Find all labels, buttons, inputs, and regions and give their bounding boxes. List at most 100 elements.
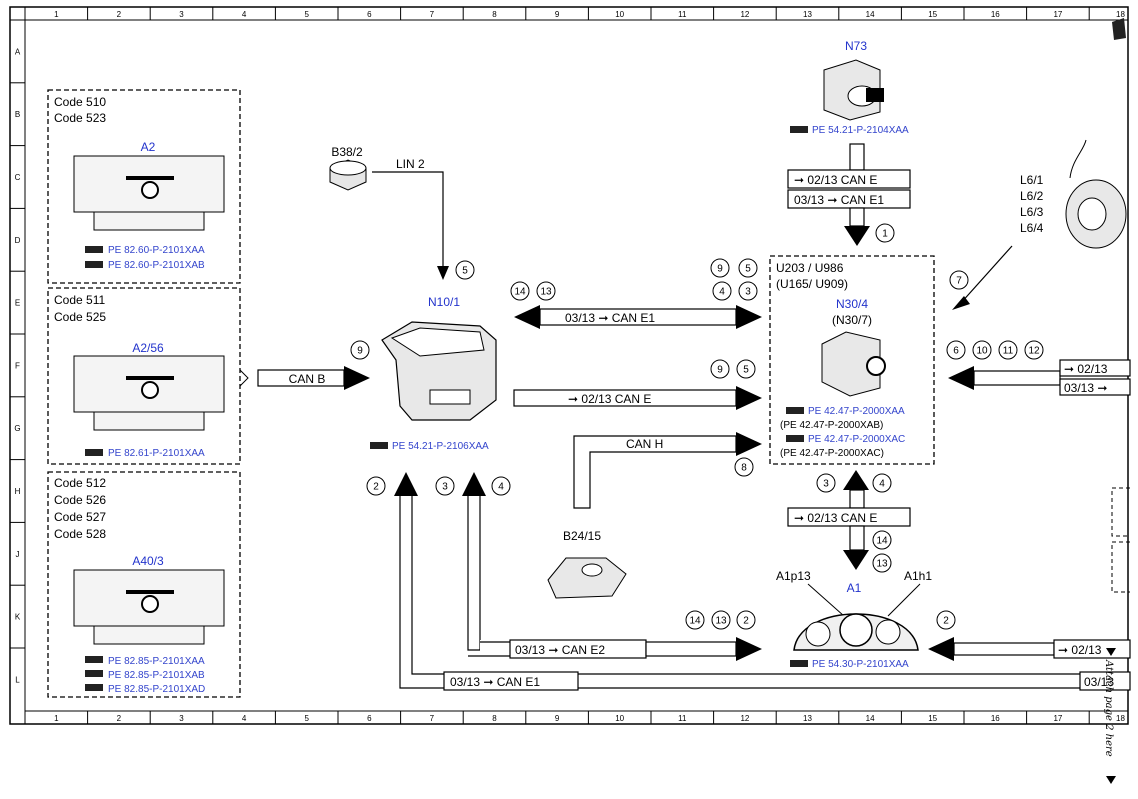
pointing-hand-icon	[790, 660, 808, 667]
yaw-rate-sensor-icon	[547, 557, 627, 599]
callout-14: 14	[510, 281, 530, 301]
svg-text:14: 14	[689, 616, 701, 627]
attach-note: Attach page 2 here	[1103, 648, 1116, 784]
b24-15-label: B24/15	[563, 529, 601, 543]
grid-column-label: 9	[555, 714, 560, 723]
l6-label: L6/2	[1020, 189, 1044, 203]
svg-text:3: 3	[442, 482, 448, 493]
ignition-switch-icon	[823, 59, 884, 121]
lin2-wire	[372, 171, 444, 270]
svg-text:4: 4	[498, 482, 504, 493]
pointing-hand-icon	[370, 442, 388, 449]
n30-7-label: (N30/7)	[832, 313, 872, 327]
callout-2: 2	[736, 610, 756, 630]
code-label: Code 512	[54, 476, 106, 490]
code-label: Code 528	[54, 527, 106, 541]
n10-1-label: N10/1	[428, 295, 460, 309]
callout-11: 11	[998, 340, 1018, 360]
svg-text:6: 6	[953, 346, 959, 357]
l6-label: L6/4	[1020, 221, 1044, 235]
svg-text:2: 2	[743, 616, 749, 627]
callout-14: 14	[872, 530, 892, 550]
svg-text:3: 3	[823, 479, 829, 490]
svg-text:03/13 ➞ CAN E2: 03/13 ➞ CAN E2	[515, 643, 605, 657]
grid-column-label: 8	[492, 714, 497, 723]
can-e2-bus: 03/13 ➞ CAN E2	[462, 472, 762, 661]
callout-14: 14	[685, 610, 705, 630]
a1h1-label: A1h1	[904, 569, 932, 583]
can-b-bus: CAN B	[257, 366, 370, 390]
grid-column-label: 11	[678, 10, 687, 19]
svg-text:2: 2	[373, 482, 379, 493]
svg-text:5: 5	[745, 264, 751, 275]
rain-light-sensor-icon	[329, 159, 367, 191]
radio-unit-icon	[73, 155, 225, 231]
l6-arrow	[952, 296, 970, 310]
grid-column-label: 10	[615, 10, 624, 19]
audio-panel-a40-3: Code 512 Code 526 Code 527 Code 528 A40/…	[47, 471, 241, 698]
audio-panel-a2: Code 510 Code 523 A2 PE 82.60-P-2101XAA …	[47, 89, 241, 284]
n73-label: N73	[845, 39, 867, 53]
instrument-cluster-icon	[793, 613, 919, 651]
sam-module-icon	[381, 321, 497, 421]
callout-7: 7	[949, 270, 969, 290]
svg-text:10: 10	[976, 346, 988, 357]
ref-link: PE 82.85-P-2101XAA	[108, 656, 205, 667]
grid-column-label: 17	[1053, 10, 1062, 19]
svg-text:7: 7	[956, 276, 962, 287]
svg-text:4: 4	[719, 287, 725, 298]
esp-unit-icon	[821, 331, 886, 397]
svg-text:03/13 ➞ CAN E1: 03/13 ➞ CAN E1	[565, 311, 655, 325]
u203-label: U203 / U986	[776, 261, 844, 275]
grid-column-label: 7	[430, 10, 435, 19]
grid-column-label: 11	[678, 714, 687, 723]
callout-13: 13	[536, 281, 556, 301]
callout-13: 13	[711, 610, 731, 630]
svg-text:4: 4	[879, 479, 885, 490]
unit-label-a2-56: A2/56	[132, 341, 164, 355]
callout-8: 8	[734, 457, 754, 477]
svg-text:03/13: 03/13	[1084, 675, 1114, 689]
svg-text:03/13 ➞ CAN E1: 03/13 ➞ CAN E1	[794, 193, 884, 207]
code-label: Code 525	[54, 310, 106, 324]
grid-column-label: 14	[866, 714, 875, 723]
ref-link-n30: (PE 42.47-P-2000XAC)	[780, 448, 884, 459]
callout-9: 9	[350, 340, 370, 360]
grid-column-label: 1	[54, 714, 59, 723]
svg-text:➞ 02/13: ➞ 02/13	[1058, 643, 1102, 657]
callout-1: 1	[875, 223, 895, 243]
grid-column-label: 16	[991, 714, 1000, 723]
code-label: Code 511	[54, 293, 105, 307]
grid-column-label: 6	[367, 714, 372, 723]
ref-link-a1: PE 54.30-P-2101XAA	[812, 659, 909, 670]
can-e1-top-bus: 03/13 ➞ CAN E1	[514, 305, 762, 329]
svg-text:5: 5	[462, 266, 468, 277]
pointing-hand-icon	[786, 407, 804, 442]
n73-can-stack: ➞ 02/13 CAN E 03/13 ➞ CAN E1	[787, 143, 911, 246]
grid-column-label: 3	[179, 714, 184, 723]
grid-row-label: D	[15, 236, 21, 245]
a1-label: A1	[847, 581, 862, 595]
grid-row-label: F	[15, 361, 20, 370]
n30-4-label: N30/4	[836, 297, 868, 311]
svg-text:14: 14	[514, 287, 526, 298]
grid-column-label: 7	[430, 714, 435, 723]
grid-column-label: 4	[242, 10, 247, 19]
a1-can-stack: ➞ 02/13 CAN E	[787, 470, 911, 570]
svg-text:➞ 02/13 CAN E: ➞ 02/13 CAN E	[794, 173, 877, 187]
grid-column-label: 13	[803, 714, 812, 723]
grid-column-label: 14	[866, 10, 875, 19]
svg-text:Attach page 2 here: Attach page 2 here	[1103, 659, 1114, 757]
grid-column-label: 1	[54, 10, 59, 19]
audio-panel-a2-56: Code 511 Code 525 A2/56 PE 82.61-P-2101X…	[47, 287, 241, 465]
grid-column-label: 15	[928, 714, 937, 723]
b38-2-label: B38/2	[331, 145, 363, 159]
callout-9: 9	[710, 258, 730, 278]
n30-4-group-box	[769, 255, 935, 465]
ref-link: PE 82.85-P-2101XAD	[108, 684, 205, 695]
can-h-bus: CAN H	[573, 432, 762, 509]
callout-4: 4	[712, 281, 732, 301]
